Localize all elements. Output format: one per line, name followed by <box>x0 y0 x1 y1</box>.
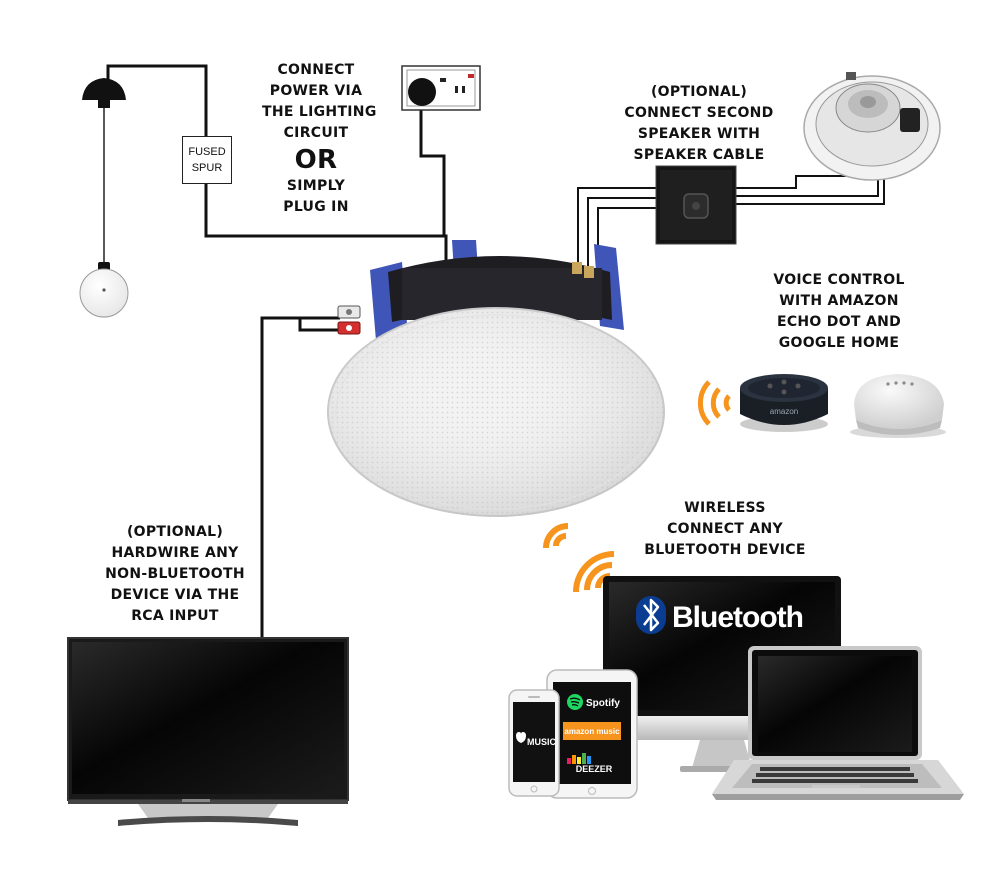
hardwire-label: (OPTIONAL) HARDWIRE ANY NON-BLUETOOTH DE… <box>78 522 272 627</box>
label-line: POWER VIA <box>262 81 370 102</box>
wall-socket-icon <box>402 66 480 110</box>
label-line: CONNECT SECOND <box>606 103 792 124</box>
label-line: WITH AMAZON <box>744 291 934 312</box>
deezer-text: DEEZER <box>576 764 613 774</box>
wifi-signal-icon <box>700 382 729 424</box>
label-line: (OPTIONAL) <box>78 522 272 543</box>
label-or: OR <box>262 144 370 176</box>
voice-control-label: VOICE CONTROL WITH AMAZON ECHO DOT AND G… <box>744 270 934 354</box>
label-line: CIRCUIT <box>262 123 370 144</box>
bluetooth-brand-text: Bluetooth <box>672 601 803 634</box>
label-line: HARDWIRE ANY <box>78 543 272 564</box>
amazon-music-text: amazon music <box>564 727 620 736</box>
wireless-label: WIRELESS CONNECT ANY BLUETOOTH DEVICE <box>622 498 828 561</box>
fused-spur-box: FUSED SPUR <box>182 136 232 184</box>
label-line: SIMPLY <box>262 176 370 197</box>
label-line: CONNECT <box>262 60 370 81</box>
label-line: ECHO DOT AND <box>744 312 934 333</box>
label-line: RCA INPUT <box>78 606 272 627</box>
label-line: NON-BLUETOOTH <box>78 564 272 585</box>
google-home-icon <box>850 374 946 438</box>
label-line: WIRELESS <box>622 498 828 519</box>
echo-brand-text: amazon <box>770 407 798 416</box>
phone-icon: MUSIC <box>509 690 559 796</box>
fused-spur-line: SPUR <box>183 160 231 176</box>
label-line: SPEAKER WITH <box>606 124 792 145</box>
tv-icon <box>68 638 348 826</box>
volume-control-icon <box>656 166 736 244</box>
label-line: SPEAKER CABLE <box>606 145 792 166</box>
second-speaker-label: (OPTIONAL) CONNECT SECOND SPEAKER WITH S… <box>606 82 792 166</box>
tablet-icon: Spotify amazon music DEEZER <box>547 670 637 798</box>
speaker-icon <box>328 240 664 516</box>
label-line: VOICE CONTROL <box>744 270 934 291</box>
spotify-text: Spotify <box>586 698 620 709</box>
label-line: PLUG IN <box>262 197 370 218</box>
light-bulb-icon <box>80 262 128 317</box>
power-connection-label: CONNECT POWER VIA THE LIGHTING CIRCUIT O… <box>262 60 370 218</box>
bluetooth-rune-icon <box>636 596 666 634</box>
second-speaker-icon <box>804 72 940 180</box>
label-line: BLUETOOTH DEVICE <box>622 540 828 561</box>
apple-music-text: MUSIC <box>527 737 557 747</box>
laptop-icon <box>712 646 964 800</box>
rca-cable <box>262 318 340 640</box>
label-line: (OPTIONAL) <box>606 82 792 103</box>
label-line: THE LIGHTING <box>262 102 370 123</box>
ceiling-rose-icon <box>82 78 126 108</box>
echo-dot-icon: amazon <box>740 374 828 432</box>
label-line: DEVICE VIA THE <box>78 585 272 606</box>
fused-spur-line: FUSED <box>183 144 231 160</box>
label-line: GOOGLE HOME <box>744 333 934 354</box>
label-line: CONNECT ANY <box>622 519 828 540</box>
